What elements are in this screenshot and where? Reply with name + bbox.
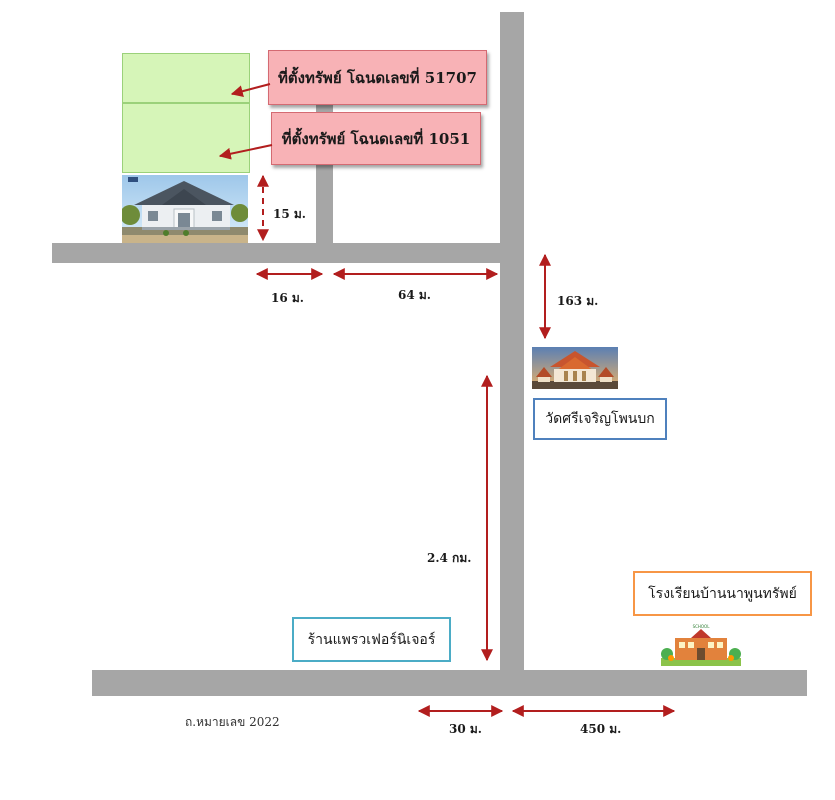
deed-51707-callout: ที่ตั้งทรัพย์ โฉนดเลขที่ 51707 [268,50,487,105]
school-label: โรงเรียนบ้านนาพูนทรัพย์ [633,571,812,616]
distance-label-2-4km: 2.4 กม. [427,551,472,565]
school-illustration-icon: SCHOOL [661,624,741,666]
road-name-label: ถ.หมายเลข 2022 [185,715,280,729]
school-sign-text: SCHOOL [693,624,711,629]
temple-label: วัดศรีเจริญโพนบก [533,398,667,440]
distance-label-15m: 15 ม. [273,207,306,221]
main-vertical-road [500,12,524,672]
pointer-arrow-51707 [230,83,271,98]
deed-1051-callout: ที่ตั้งทรัพย์ โฉนดเลขที่ 1051 [271,112,481,165]
distance-label-163m: 163 ม. [557,294,599,308]
distance-label-30m: 30 ม. [449,722,482,736]
furniture-store-label: ร้านแพรวเฟอร์นิเจอร์ [292,617,451,662]
plot-51707 [122,53,250,103]
distance-label-450m: 450 ม. [580,722,622,736]
plot-1051 [122,103,250,173]
distance-label-64m: 64 ม. [398,288,431,302]
upper-horizontal-road [52,243,524,263]
pointer-arrow-1051 [218,144,273,160]
bottom-highway [92,670,807,696]
temple-photo-icon [532,347,618,389]
distance-label-16m: 16 ม. [271,291,304,305]
house-photo-icon [122,175,248,243]
